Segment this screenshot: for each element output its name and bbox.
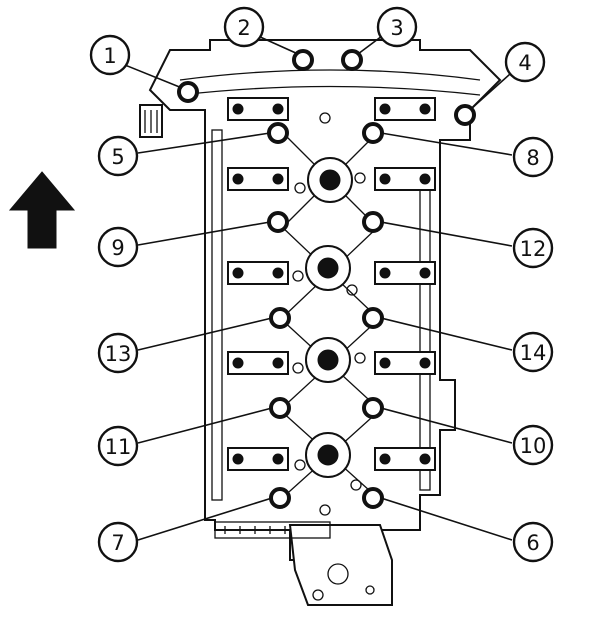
- callout-label: 13: [105, 342, 132, 366]
- callout-8: 8: [512, 136, 554, 178]
- callout-13: 13: [97, 332, 139, 374]
- callout-label: 10: [520, 434, 547, 458]
- callout-label: 9: [111, 236, 124, 260]
- callout-label: 8: [526, 146, 539, 170]
- callout-1: 1: [89, 34, 131, 76]
- callout-12: 12: [512, 227, 554, 269]
- leader-lines: [124, 35, 513, 541]
- callout-label: 7: [111, 531, 124, 555]
- callout-3: 3: [376, 6, 418, 48]
- cylinder-head: [139, 39, 502, 606]
- callout-11: 11: [97, 425, 139, 467]
- callout-4: 4: [504, 41, 546, 83]
- up-arrow-icon: [8, 171, 76, 249]
- callout-label: 6: [526, 531, 539, 555]
- callout-label: 11: [105, 435, 132, 459]
- callout-14: 14: [512, 331, 554, 373]
- callout-6: 6: [512, 521, 554, 563]
- callout-label: 14: [520, 341, 547, 365]
- callout-9: 9: [97, 226, 139, 268]
- callout-label: 3: [390, 16, 403, 40]
- callout-2: 2: [223, 6, 265, 48]
- callout-label: 4: [518, 51, 531, 75]
- callout-label: 2: [237, 16, 250, 40]
- cam-rows: [227, 97, 436, 471]
- callout-5: 5: [97, 135, 139, 177]
- callout-10: 10: [512, 424, 554, 466]
- callout-label: 1: [103, 44, 116, 68]
- callout-label: 5: [111, 145, 124, 169]
- callout-label: 12: [520, 237, 547, 261]
- callout-7: 7: [97, 521, 139, 563]
- spark-plug-wells: [279, 112, 381, 516]
